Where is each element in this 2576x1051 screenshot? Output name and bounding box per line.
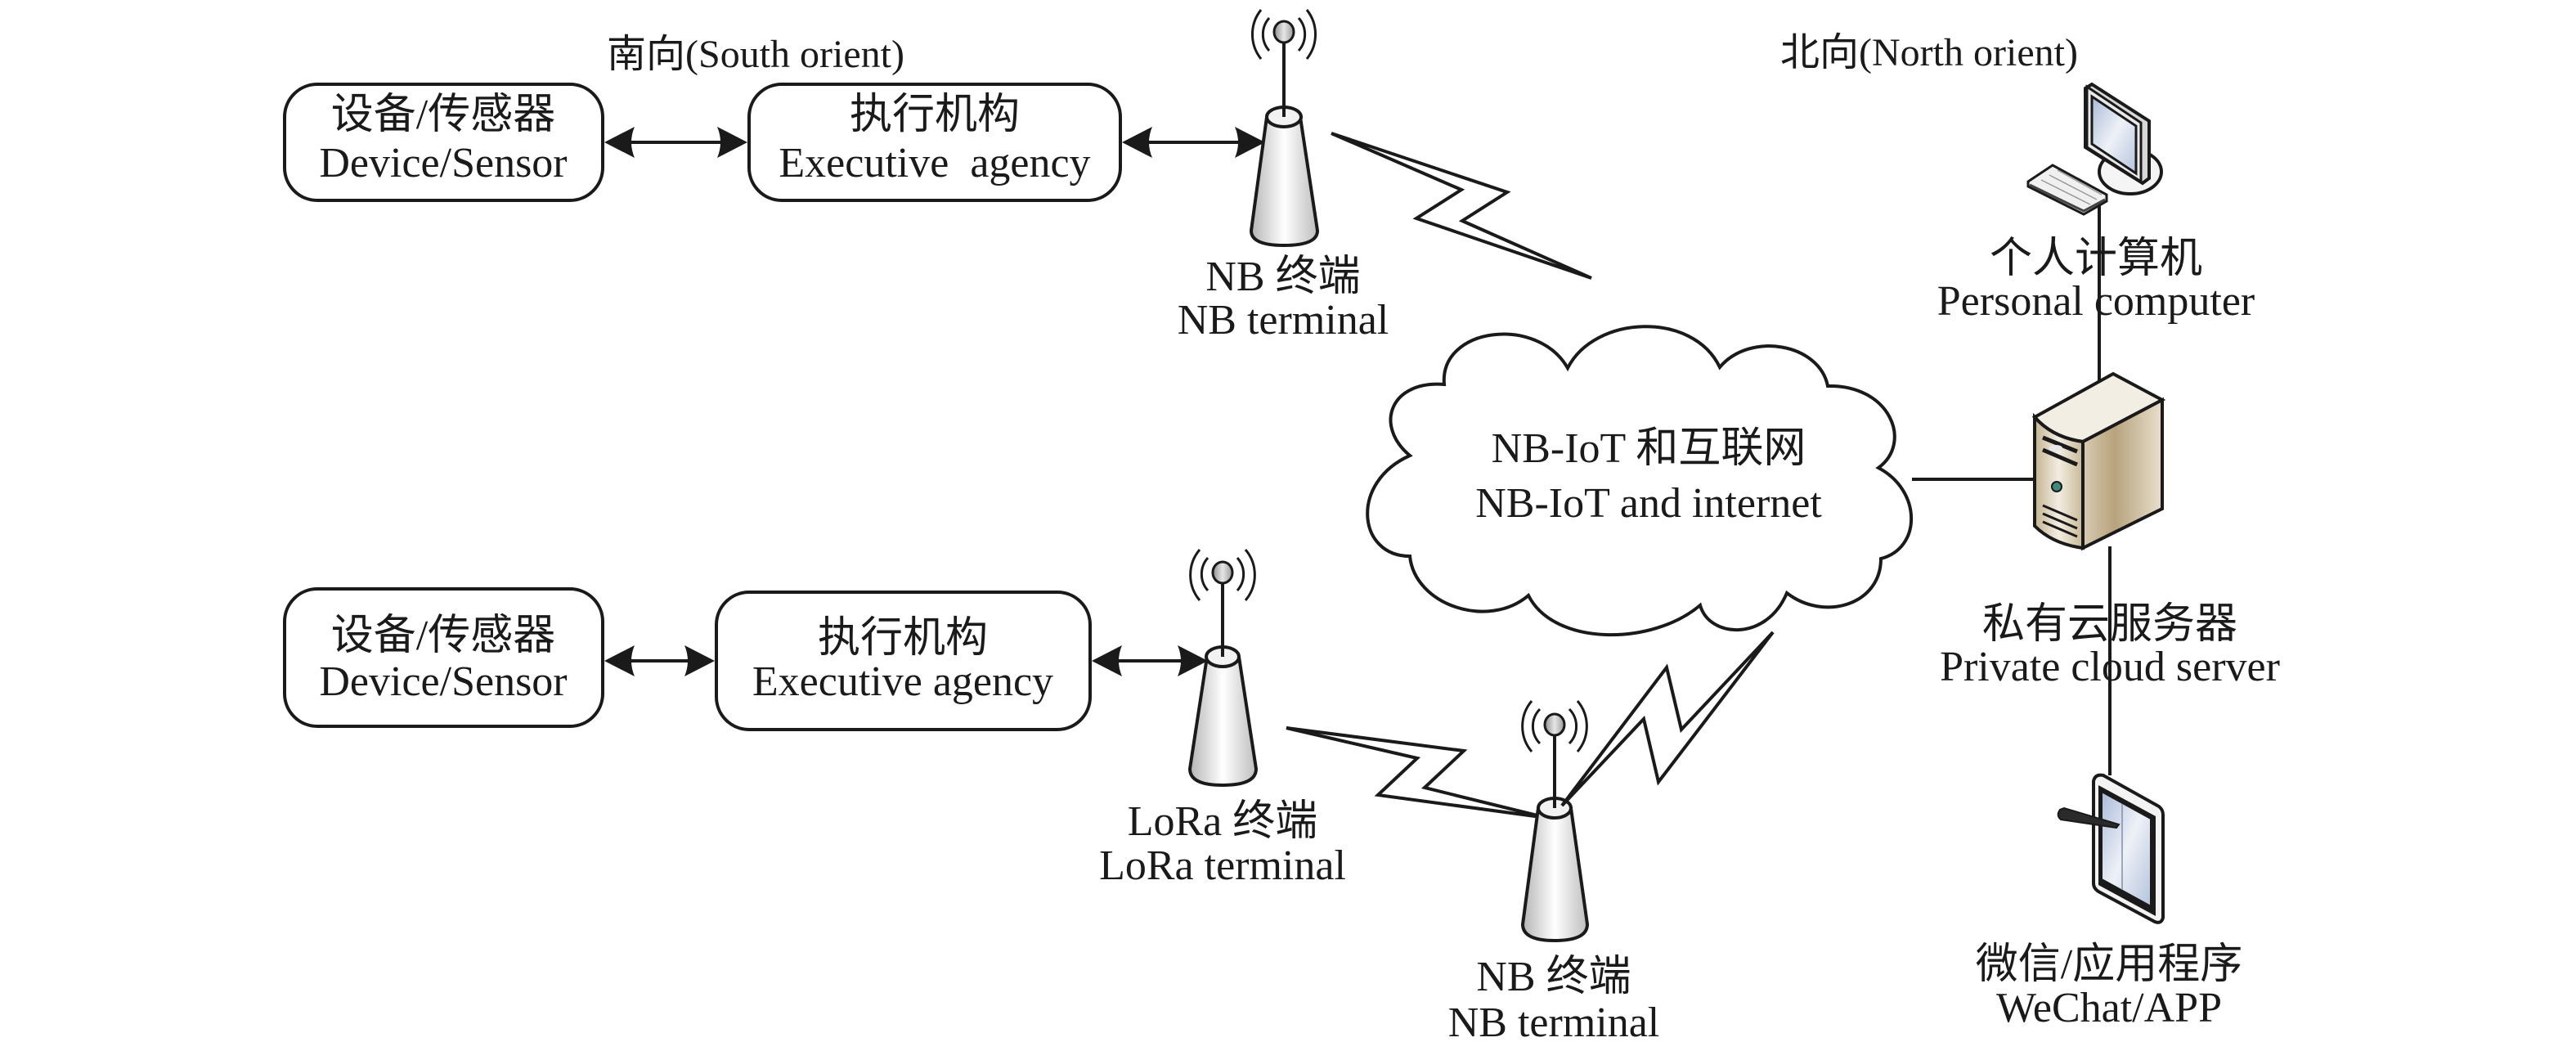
network-label-en: NB-IoT and internet — [1475, 480, 1822, 527]
top-actuator-label-zh: 执行机构 — [850, 92, 1020, 138]
pc-label-en: Personal computer — [1937, 278, 2255, 325]
bottom-device-sensor-box[interactable]: 设备/传感器 Device/Sensor — [283, 587, 604, 728]
bottom-nb-terminal-label-en: NB terminal — [1448, 999, 1660, 1046]
top-nb-terminal-label-en: NB terminal — [1178, 297, 1389, 344]
top-arrow-actuator-terminal — [1122, 127, 1265, 158]
top-device-label-en: Device/Sensor — [319, 140, 567, 186]
wireless-link-lora-to-nb — [1286, 726, 1548, 820]
top-device-sensor-box[interactable]: 设备/传感器 Device/Sensor — [283, 83, 604, 202]
server-tower-icon[interactable] — [2031, 371, 2166, 551]
bottom-actuator-box[interactable]: 执行机构 Executive agency — [715, 591, 1092, 731]
app-label-zh: 微信/应用程序 — [1976, 941, 2242, 988]
bottom-arrow-device-actuator — [604, 645, 715, 676]
server-label-en: Private cloud server — [1940, 644, 2280, 690]
server-label-zh: 私有云服务器 — [1982, 601, 2237, 648]
top-nb-terminal-label-zh: NB 终端 — [1205, 254, 1360, 300]
north-orient-header: 北向(North orient) — [1780, 31, 2078, 74]
wireless-link-nb-to-network — [1560, 631, 1775, 807]
south-orient-header: 南向(South orient) — [607, 33, 904, 76]
app-label-en: WeChat/APP — [1996, 985, 2222, 1031]
lora-terminal-label-en: LoRa terminal — [1099, 842, 1346, 889]
bottom-actuator-label-en: Executive agency — [752, 658, 1053, 705]
bottom-actuator-label-zh: 执行机构 — [818, 615, 988, 662]
top-actuator-box[interactable]: 执行机构 Executive agency — [747, 83, 1122, 202]
network-label-zh: NB-IoT 和互联网 — [1492, 425, 1806, 472]
top-actuator-label-en: Executive agency — [779, 140, 1090, 186]
bottom-arrow-actuator-terminal — [1092, 645, 1208, 676]
bottom-device-label-en: Device/Sensor — [319, 658, 567, 705]
top-device-label-zh: 设备/传感器 — [331, 92, 555, 138]
nb-iot-internet-cloud[interactable]: NB-IoT 和互联网 NB-IoT and internet — [1366, 325, 1914, 637]
bottom-nb-terminal-tower-icon[interactable] — [1520, 700, 1590, 943]
top-arrow-device-actuator — [604, 127, 747, 158]
tablet-stylus-icon[interactable] — [2057, 773, 2165, 924]
pc-label-zh: 个人计算机 — [1990, 236, 2202, 282]
desktop-computer-icon[interactable] — [2026, 82, 2163, 216]
wireless-link-top-nb-to-network — [1331, 132, 1592, 280]
lora-terminal-tower-icon[interactable] — [1187, 549, 1259, 788]
top-nb-terminal-tower-icon[interactable] — [1249, 9, 1320, 248]
bottom-nb-terminal-label-zh: NB 终端 — [1476, 954, 1631, 1000]
lora-terminal-label-zh: LoRa 终端 — [1128, 798, 1318, 845]
bottom-device-label-zh: 设备/传感器 — [331, 613, 555, 659]
